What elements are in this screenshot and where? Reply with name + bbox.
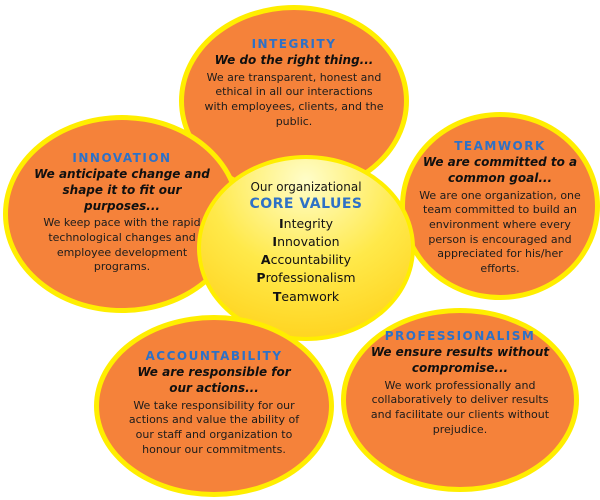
petal-accountability: ACCOUNTABILITY We are responsible for ou… xyxy=(94,315,334,497)
petal-innovation-motto: We anticipate change and shape it to fit… xyxy=(34,167,210,213)
list-item-initial: A xyxy=(260,252,271,268)
petal-teamwork-text: TEAMWORK We are committed to a common go… xyxy=(405,139,595,276)
petal-accountability-title: ACCOUNTABILITY xyxy=(145,349,283,363)
core-values-list: Integrity Innovation Accountability Prof… xyxy=(201,215,411,306)
list-item-integrity: Integrity xyxy=(201,215,411,233)
list-item-rest: nnovation xyxy=(277,234,340,250)
list-item-initial: T xyxy=(272,288,282,304)
petal-accountability-motto: We are responsible for our actions... xyxy=(137,365,291,395)
list-item-professionalism: Professionalism xyxy=(201,269,411,287)
petal-innovation: INNOVATION We anticipate change and shap… xyxy=(3,115,241,313)
petal-innovation-title: INNOVATION xyxy=(72,151,172,165)
petal-integrity-title: INTEGRITY xyxy=(251,37,337,51)
petal-teamwork-motto: We are committed to a common goal... xyxy=(422,155,578,185)
list-item-accountability: Accountability xyxy=(201,251,411,269)
center-subtitle: Our organizational xyxy=(250,180,362,194)
petal-integrity-description: We are transparent, honest and ethical i… xyxy=(204,70,384,128)
petal-innovation-text: INNOVATION We anticipate change and shap… xyxy=(8,151,236,275)
list-item-teamwork: Teamwork xyxy=(201,288,411,306)
petal-accountability-text: ACCOUNTABILITY We are responsible for ou… xyxy=(99,349,329,457)
petal-professionalism-text: PROFESSIONALISM We ensure results withou… xyxy=(346,329,574,437)
petal-professionalism-description: We work professionally and collaborative… xyxy=(370,378,550,436)
petal-professionalism: PROFESSIONALISM We ensure results withou… xyxy=(341,308,579,492)
petal-professionalism-motto: We ensure results without compromise... xyxy=(370,345,550,375)
list-item-innovation: Innovation xyxy=(201,233,411,251)
petal-teamwork: TEAMWORK We are committed to a common go… xyxy=(400,112,600,300)
list-item-initial: I xyxy=(272,234,278,250)
petal-professionalism-title: PROFESSIONALISM xyxy=(384,329,536,343)
petal-integrity-motto: We do the right thing... xyxy=(214,53,374,67)
petal-innovation-description: We keep pace with the rapid technologica… xyxy=(43,216,201,274)
list-item-initial: I xyxy=(278,216,284,232)
core-values-center-text: Our organizational CORE VALUES Integrity… xyxy=(201,179,411,306)
petal-accountability-description: We take responsibility for our actions a… xyxy=(128,398,300,456)
core-values-center-ellipse: Our organizational CORE VALUES Integrity… xyxy=(197,155,415,341)
petal-teamwork-title: TEAMWORK xyxy=(454,139,546,153)
center-title: CORE VALUES xyxy=(249,196,363,213)
petal-integrity-text: INTEGRITY We do the right thing... We ar… xyxy=(184,37,404,129)
list-item-rest: ccountability xyxy=(270,252,352,268)
list-item-rest: ntegrity xyxy=(283,216,333,232)
petal-teamwork-description: We are one organization, one team commit… xyxy=(419,188,581,275)
list-item-rest: rofessionalism xyxy=(265,270,356,286)
list-item-initial: P xyxy=(256,270,266,286)
list-item-rest: eamwork xyxy=(281,288,340,304)
